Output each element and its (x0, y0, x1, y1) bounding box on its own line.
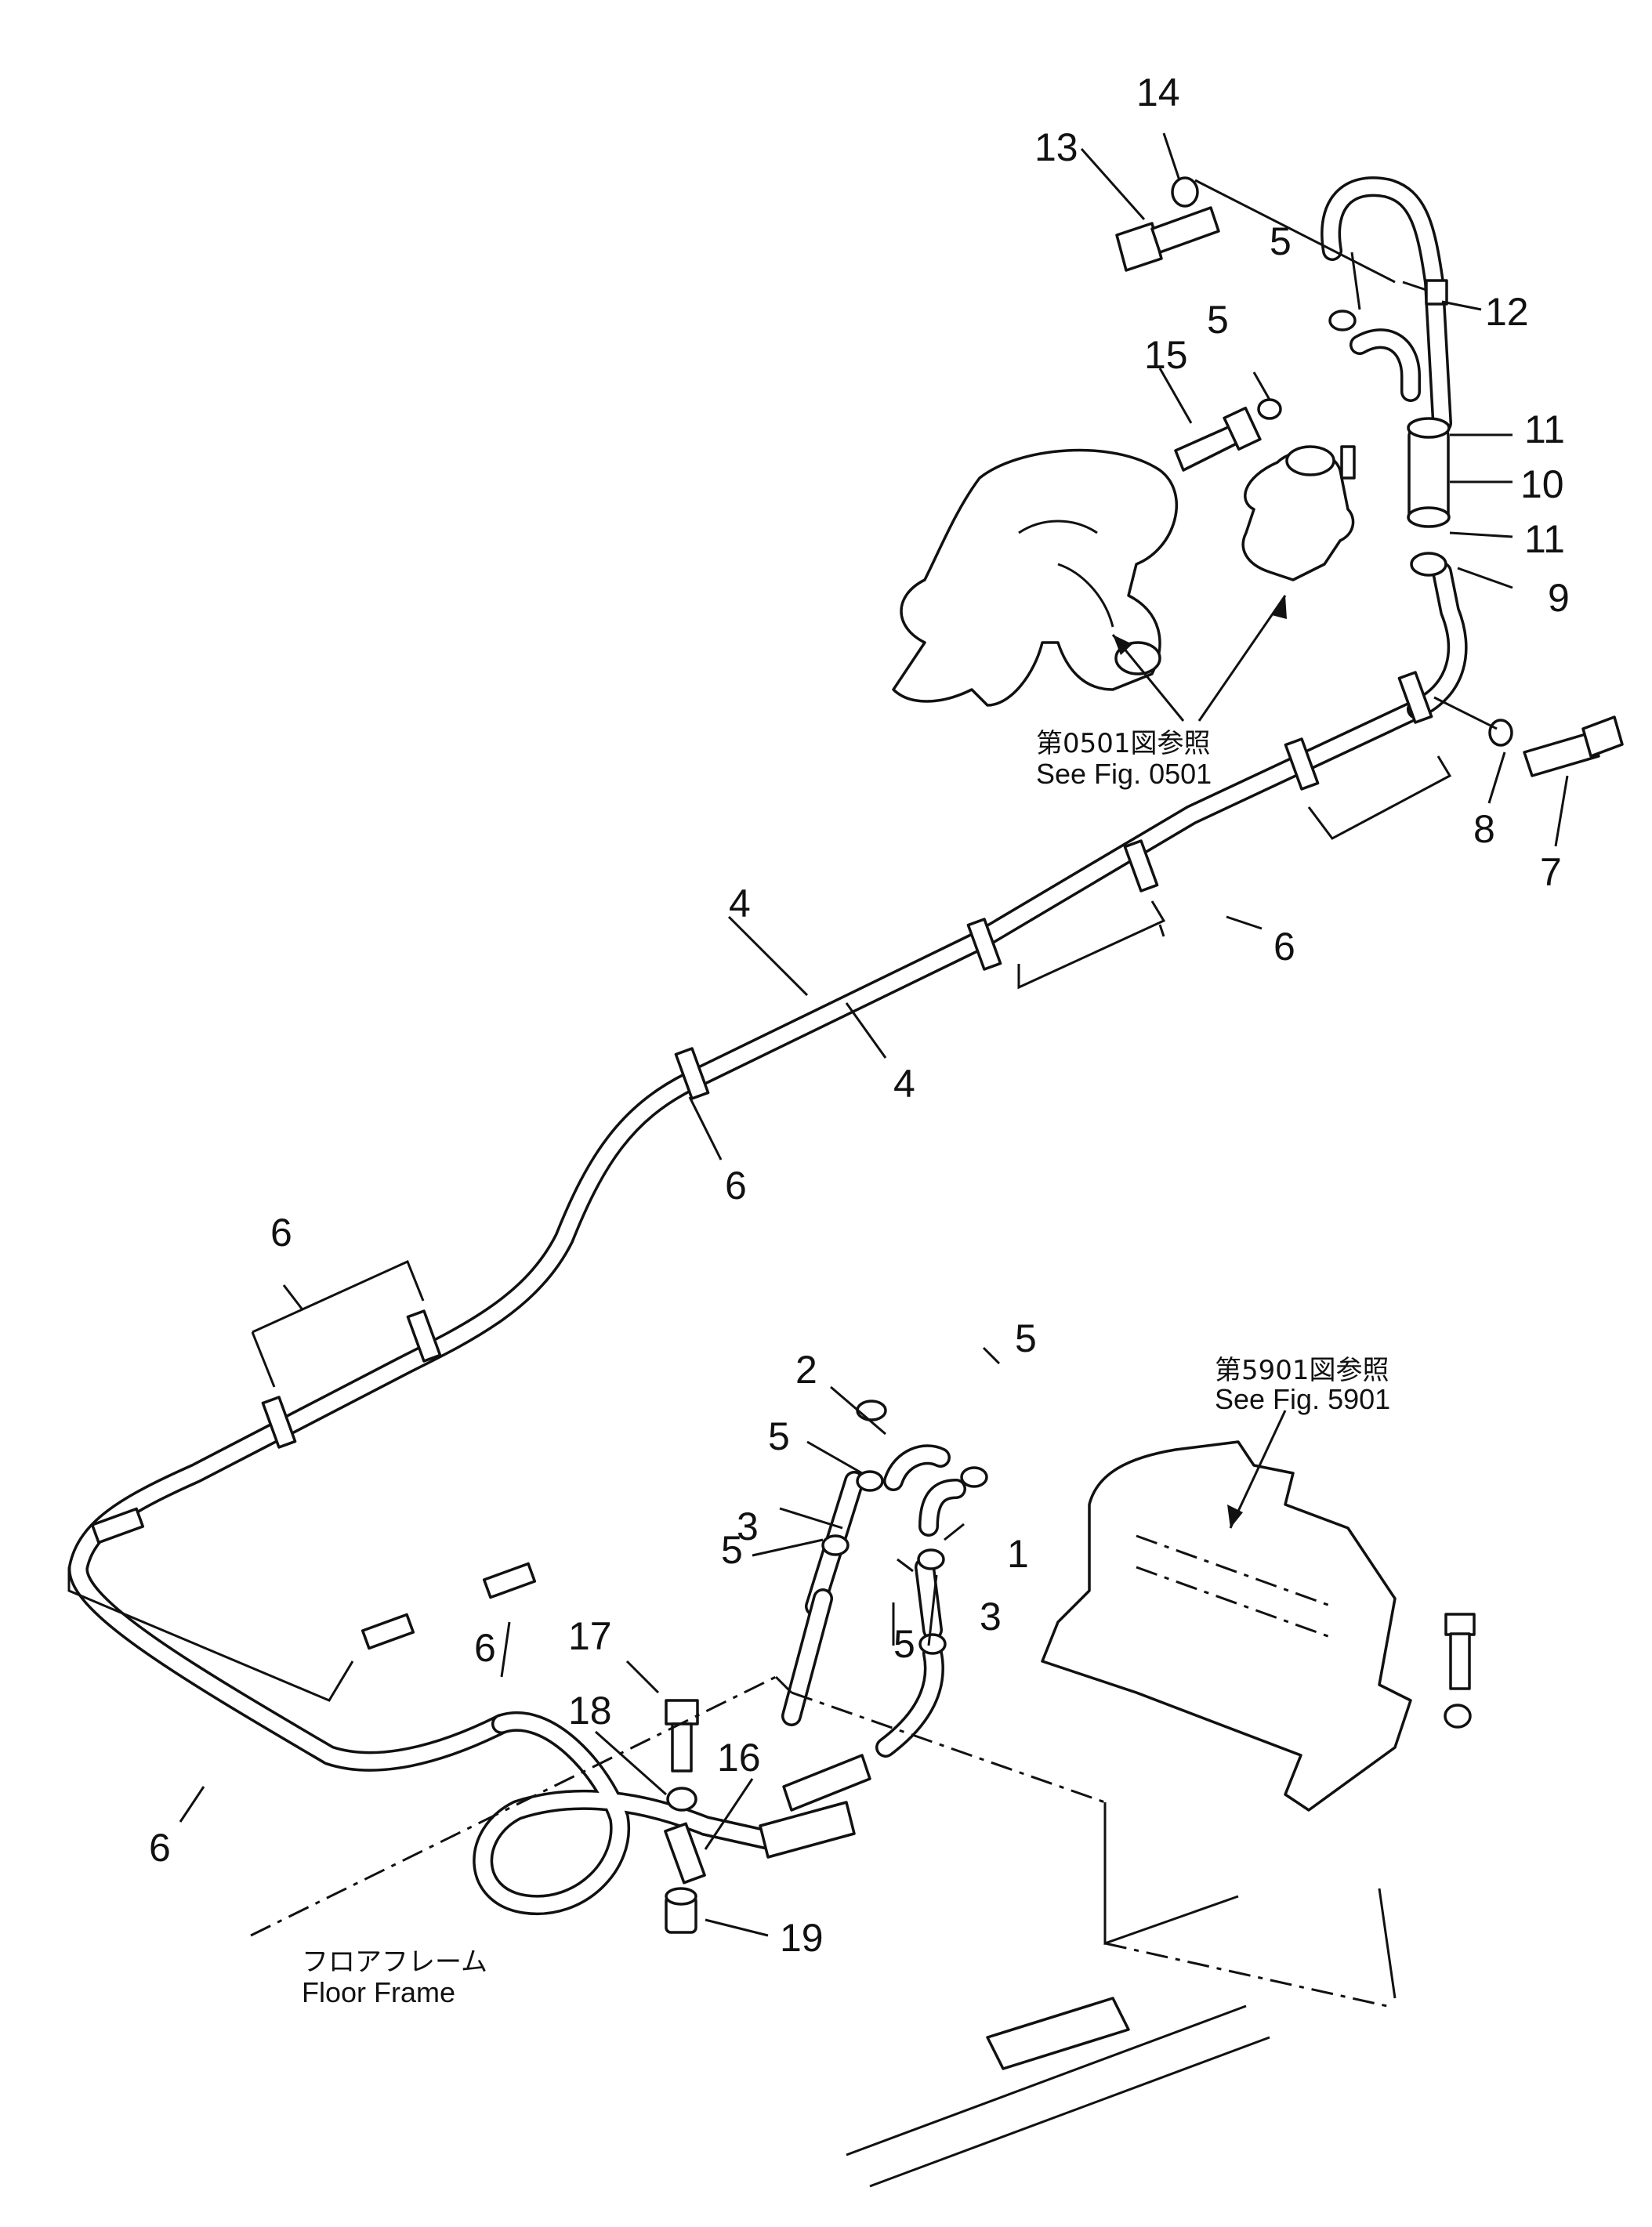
hose-loop (473, 1711, 786, 1916)
label-part-18: 18 (568, 1689, 612, 1733)
label-part-17: 17 (568, 1614, 612, 1658)
label-part-2: 2 (795, 1348, 817, 1392)
small-clamps-top (1257, 310, 1357, 420)
floor-frame (250, 1675, 1397, 2188)
label-part-8: 8 (1473, 807, 1495, 851)
filter-head (1241, 445, 1356, 581)
label-part-5e: 5 (721, 1528, 743, 1572)
bracket-16 (664, 1754, 871, 1885)
ref-arrows-0501 (1111, 595, 1287, 722)
label-part-11b: 11 (1524, 517, 1565, 561)
fitting-12 (1402, 279, 1448, 306)
label-part-4b: 4 (893, 1062, 915, 1106)
ref-fig5901-jp: 第5901図参照 (1215, 1355, 1389, 1386)
washer-18 (666, 1787, 697, 1812)
label-part-14: 14 (1136, 71, 1180, 114)
label-part-6e: 6 (149, 1826, 171, 1870)
label-part-5f: 5 (893, 1622, 915, 1666)
label-part-16: 16 (717, 1736, 761, 1780)
fuel-tank (1041, 1440, 1412, 1812)
part-labels: 1 2 3 3 4 4 5 5 5 5 5 5 6 6 6 6 6 7 8 9 … (149, 71, 1570, 1960)
label-part-9: 9 (1548, 576, 1570, 620)
engine-housing (892, 448, 1179, 707)
small-hoses (781, 1444, 966, 1758)
label-part-13: 13 (1034, 125, 1078, 169)
label-part-6a: 6 (1273, 925, 1295, 969)
fuel-filter-10 (1407, 417, 1451, 577)
label-part-4a: 4 (729, 882, 751, 925)
label-part-6c: 6 (270, 1211, 292, 1255)
reference-captions: 第0501図参照 See Fig. 0501 第5901図参照 See Fig.… (302, 728, 1390, 2008)
label-part-5d: 5 (768, 1414, 790, 1458)
bolt-tank (1444, 1613, 1476, 1729)
label-part-12: 12 (1485, 290, 1529, 334)
label-part-6b: 6 (725, 1164, 747, 1208)
bolt-17 (665, 1699, 699, 1773)
label-part-11a: 11 (1524, 407, 1565, 451)
clamp-brackets (67, 755, 1452, 1702)
ref-fig5901-en: See Fig. 5901 (1215, 1383, 1390, 1415)
label-part-3a: 3 (737, 1505, 759, 1548)
clamps (90, 671, 1433, 1650)
nut-19 (665, 1887, 697, 1934)
floor-frame-jp: フロアフレーム (302, 1946, 487, 1978)
label-part-6d: 6 (474, 1626, 496, 1670)
leader-lines (179, 132, 1569, 1937)
connector-15 (1174, 406, 1262, 472)
label-part-15: 15 (1144, 333, 1188, 377)
bolt-7 (1488, 715, 1624, 777)
ref-arrow-5901 (1227, 1410, 1287, 1529)
ref-fig0501-jp: 第0501図参照 (1036, 728, 1211, 759)
label-part-10: 10 (1520, 462, 1564, 506)
floor-frame-en: Floor Frame (302, 1976, 455, 2008)
label-part-19: 19 (780, 1916, 824, 1960)
ref-fig0501-en: See Fig. 0501 (1036, 758, 1212, 790)
label-part-3b: 3 (980, 1595, 1002, 1639)
upper-hoses (1321, 176, 1452, 433)
label-part-1: 1 (1007, 1532, 1029, 1576)
label-part-7: 7 (1540, 850, 1562, 894)
label-part-5a: 5 (1270, 219, 1292, 263)
bolt-13 (1115, 176, 1220, 272)
label-part-5c: 5 (1015, 1316, 1037, 1360)
label-part-5b: 5 (1207, 298, 1229, 342)
